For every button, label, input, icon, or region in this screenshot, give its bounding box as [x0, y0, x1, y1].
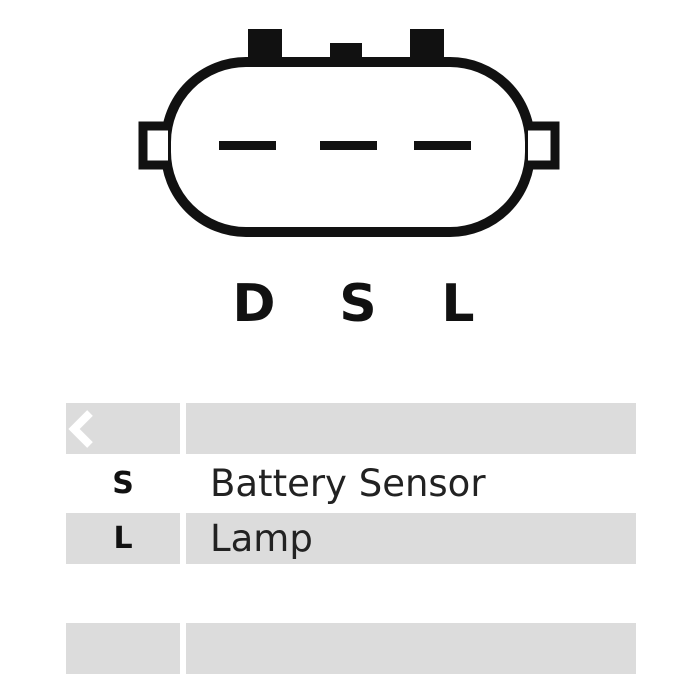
pin-code: S [112, 466, 134, 501]
table-spacer [66, 568, 636, 619]
pin-label-d: D [232, 274, 276, 334]
pin-description-cell: Lamp [186, 513, 636, 564]
connector-outline-icon [138, 29, 560, 237]
pin-label-l: L [441, 274, 475, 334]
pin-description: Lamp [210, 517, 313, 560]
pin-slot-l [414, 141, 471, 150]
pin-code-cell: L [66, 513, 180, 564]
table-row: L Lamp [66, 513, 636, 564]
connector-left-ear [138, 121, 168, 170]
connector-right-ear [528, 121, 560, 170]
pin-code-cell [66, 403, 180, 454]
pin-description-cell: Battery Sensor [186, 458, 636, 509]
chevron-left-icon [68, 410, 93, 448]
pin-description-cell [186, 623, 636, 674]
pin-table: S Battery Sensor L Lamp [66, 403, 636, 678]
table-row: S Battery Sensor [66, 458, 636, 509]
pin-description-cell [186, 403, 636, 454]
pin-slot-d [219, 141, 276, 150]
pin-description: Battery Sensor [210, 462, 486, 505]
pin-label-s: S [339, 274, 377, 334]
table-row [66, 403, 636, 454]
pin-code-cell: S [66, 458, 180, 509]
table-row [66, 623, 636, 674]
connector-latch-left [248, 29, 282, 62]
pin-code: L [113, 521, 133, 556]
pin-code-cell [66, 623, 180, 674]
pin-slot-s [320, 141, 377, 150]
connector-latch-center [330, 43, 362, 62]
connector-latch-right [410, 29, 444, 62]
